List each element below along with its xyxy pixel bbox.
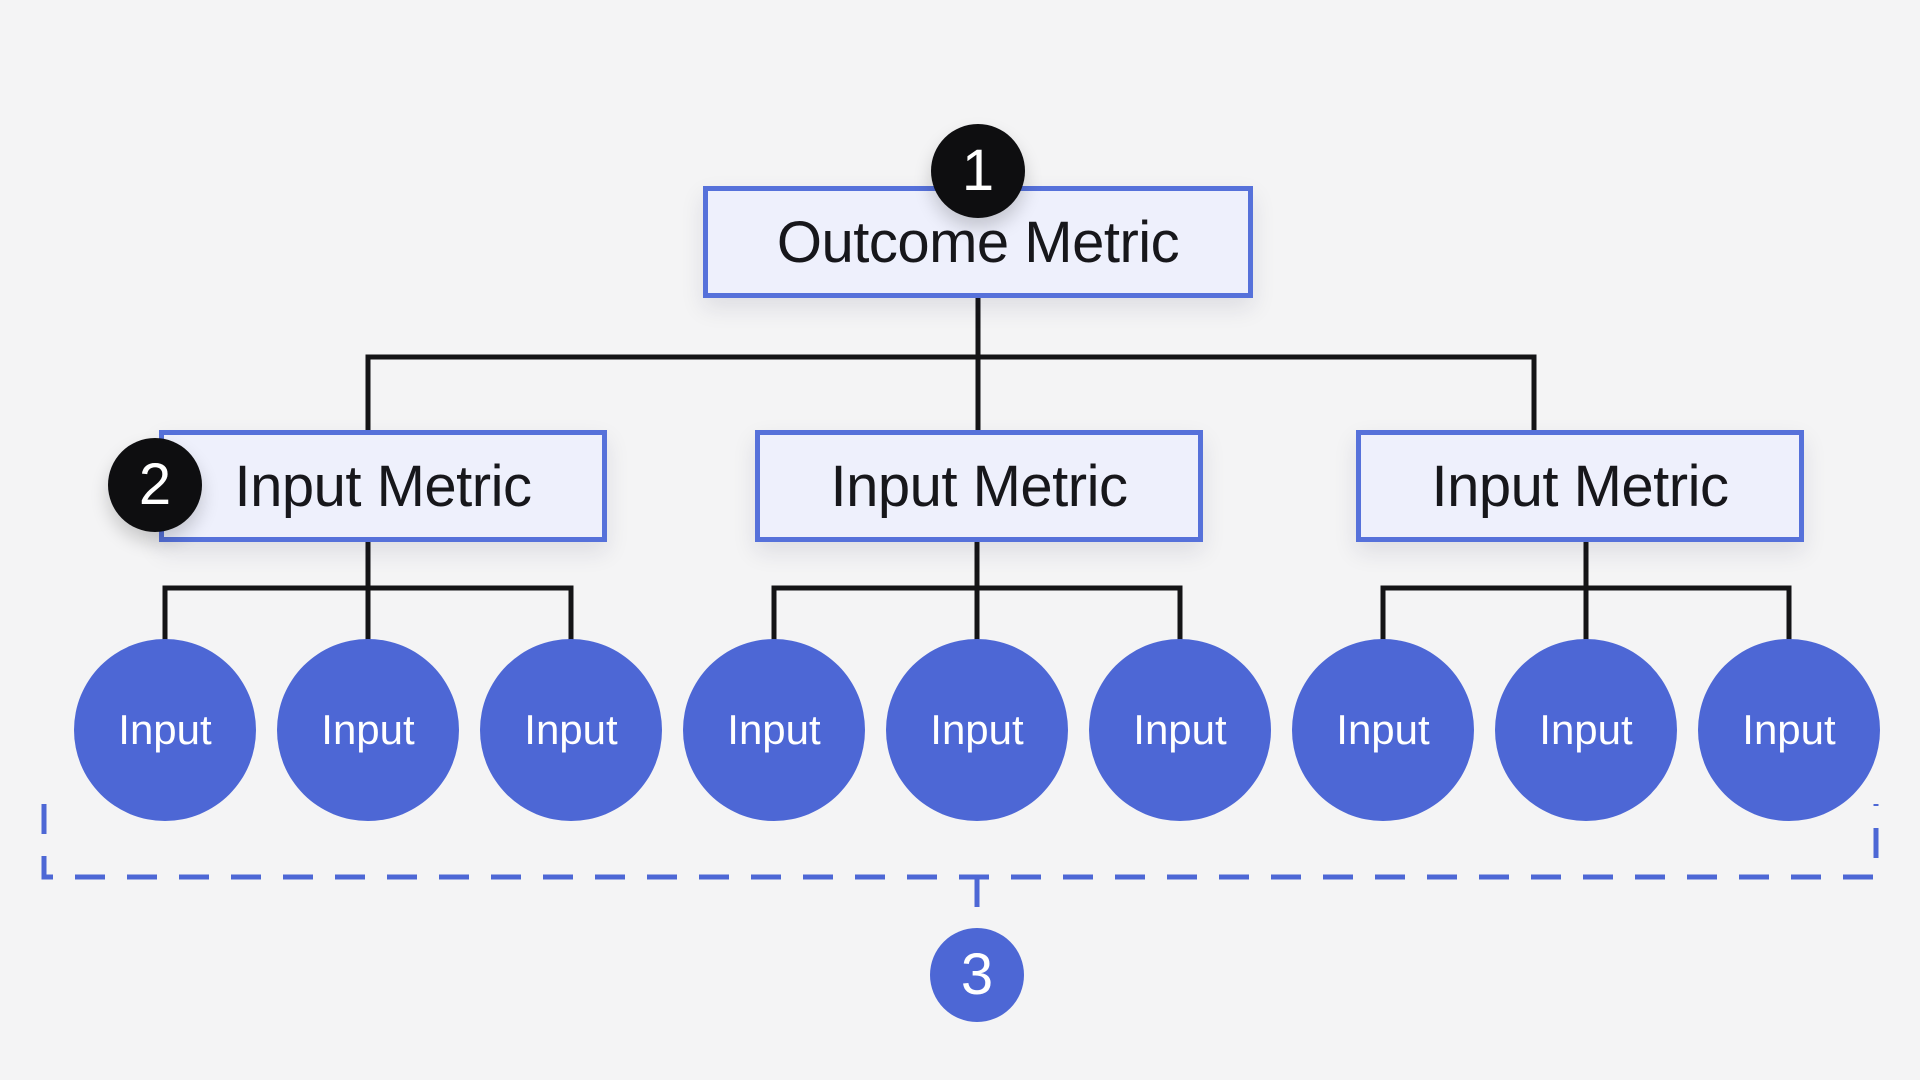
outcome-metric-label: Outcome Metric <box>776 209 1180 275</box>
input-node-4: Input <box>683 639 865 821</box>
input-node-6-label: Input <box>1133 706 1227 753</box>
connector-level1 <box>365 354 1537 430</box>
input-node-5-label: Input <box>930 706 1024 753</box>
group-bracket-dashed <box>41 804 1879 880</box>
input-node-5: Input <box>886 639 1068 821</box>
input-metric-box-2: Input Metric <box>755 430 1203 542</box>
input-metric-label-3: Input Metric <box>1431 453 1730 519</box>
step-badge-1: 1 <box>931 124 1025 218</box>
input-node-8-label: Input <box>1539 706 1633 753</box>
input-metric-label-1: Input Metric <box>234 453 533 519</box>
input-node-8: Input <box>1495 639 1677 821</box>
input-node-1: Input <box>74 639 256 821</box>
input-node-3: Input <box>480 639 662 821</box>
input-metric-label-2: Input Metric <box>830 453 1129 519</box>
connector-group-1 <box>162 540 574 641</box>
input-node-6: Input <box>1089 639 1271 821</box>
input-node-2: Input <box>277 639 459 821</box>
input-node-7: Input <box>1292 639 1474 821</box>
input-metric-box-3: Input Metric <box>1356 430 1804 542</box>
input-node-9: Input <box>1698 639 1880 821</box>
step-badge-2-number: 2 <box>138 452 172 517</box>
input-node-7-label: Input <box>1336 706 1430 753</box>
step-badge-1-number: 1 <box>961 138 995 203</box>
step-badge-2: 2 <box>108 438 202 532</box>
input-node-1-label: Input <box>118 706 212 753</box>
input-node-4-label: Input <box>727 706 821 753</box>
step-badge-3: 3 <box>930 928 1024 1022</box>
input-metric-box-1: Input Metric <box>159 430 607 542</box>
step-badge-3-number: 3 <box>960 942 994 1007</box>
connector-group-3 <box>1380 540 1792 641</box>
connector-group-2 <box>771 540 1183 641</box>
input-node-9-label: Input <box>1742 706 1836 753</box>
input-node-3-label: Input <box>524 706 618 753</box>
input-node-2-label: Input <box>321 706 415 753</box>
